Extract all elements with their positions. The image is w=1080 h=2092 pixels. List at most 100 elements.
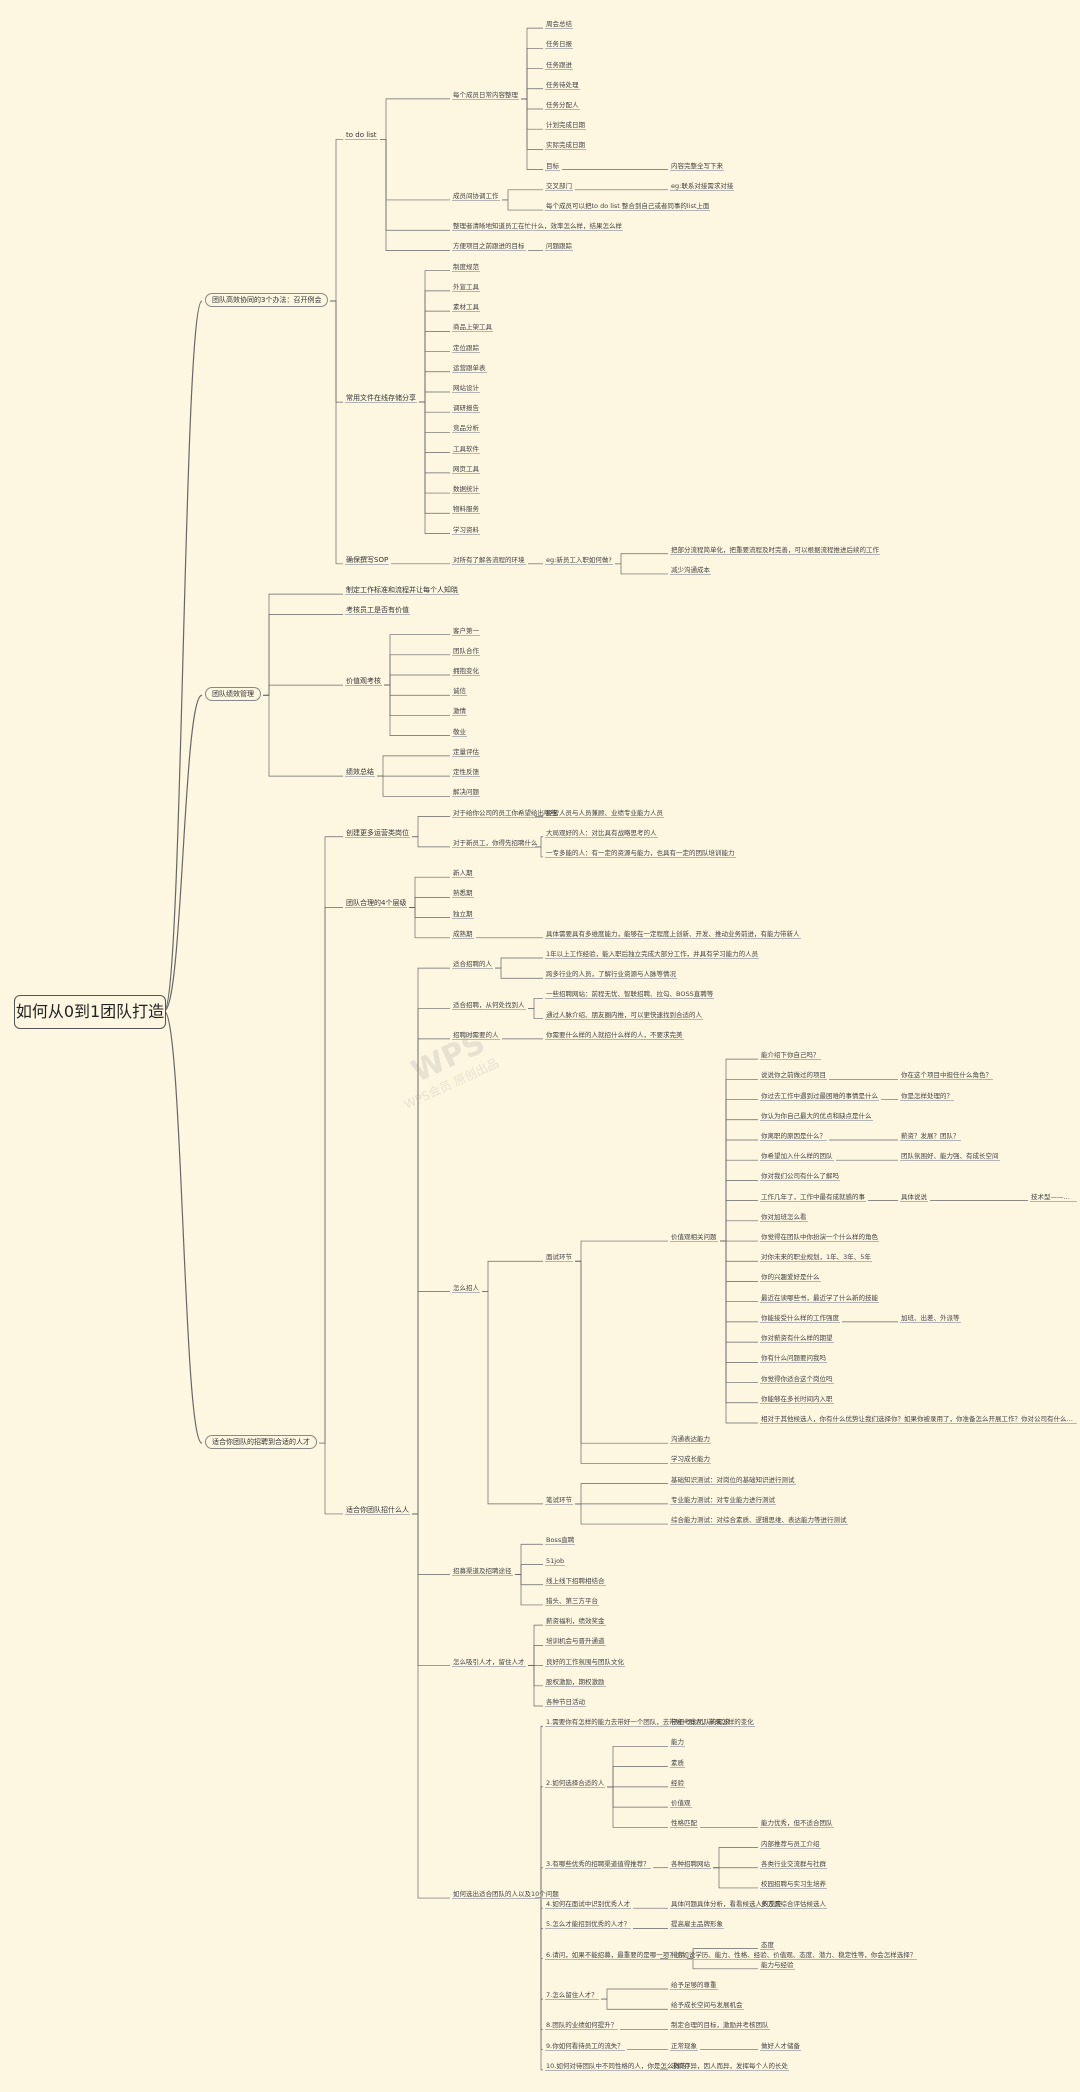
branch-child-child-child-child-child[interactable]: 多方面综合评估候选人 (760, 1900, 827, 1910)
branch-child-child-child-child[interactable]: 素质 (670, 1758, 685, 1768)
branch-child-child-child-child-child[interactable]: 态度 (760, 1940, 775, 1950)
branch-child-child-child[interactable]: 3.有哪些优秀的招聘渠道值得推荐？ (545, 1859, 651, 1869)
branch-child-child-child[interactable]: 每个成员可以把to do list 整合到自己或者同事的list上面 (545, 202, 711, 212)
branch-child-child-child[interactable]: 薪资福利，绩效奖金 (545, 1617, 606, 1627)
branch-child-child-child-child-child-child[interactable]: 具体说说 (900, 1192, 928, 1202)
branch-child-child[interactable]: 对所有了解各流程的环境 (452, 555, 526, 565)
branch-child-child-child-child-child[interactable]: 你对我们公司有什么了解吗 (760, 1172, 840, 1182)
branch-child-child-child[interactable]: 51job (545, 1556, 566, 1566)
branch-child-child-child[interactable]: 任务日报 (545, 40, 573, 50)
branch-child-child[interactable]: 网站设计 (452, 383, 480, 393)
branch-child-child-child[interactable]: 线上线下招聘相结合 (545, 1576, 606, 1586)
branch-child-child-child-child[interactable]: 价值观 (670, 1799, 692, 1809)
branch-child-child-child-child-child-child[interactable]: 你在这个项目中担任什么角色？ (900, 1071, 993, 1081)
branch-child-child-child[interactable]: 大局观好的人：对比具有战略思考的人 (545, 828, 658, 838)
branch-child-child-child[interactable]: 任务分配人 (545, 100, 580, 110)
branch-child-child-child-child[interactable]: 沟通表达能力 (670, 1435, 711, 1445)
branch-child-child[interactable]: 熟悉期 (452, 889, 474, 899)
branch-child-child-child[interactable]: 9.你如何看待员工的流失？ (545, 2041, 625, 2051)
branch-child-child[interactable]: 团队合作 (452, 646, 480, 656)
branch-child-child[interactable]: 适合招聘的人 (452, 960, 493, 970)
branch-child-child-child[interactable]: 良好的工作氛围与团队文化 (545, 1657, 625, 1667)
branch-child-child[interactable]: 招募渠道及招聘途径 (452, 1566, 513, 1576)
branch-child-child-child[interactable]: 4.如何在面试中识别优秀人才 (545, 1900, 632, 1910)
branch-child-child[interactable]: 素材工具 (452, 303, 480, 313)
branch-child-child-child-child-child[interactable]: 你过去工作中遇到过最困难的事情是什么 (760, 1091, 879, 1101)
branch-topic[interactable]: 团队绩效管理 (205, 687, 261, 702)
branch-child-child-child-child[interactable]: 正常现象 (670, 2041, 698, 2051)
branch-child-child-child[interactable]: 一专多能的人：有一定的资源与能力，也具有一定的团队培训能力 (545, 848, 736, 858)
branch-child-child-child[interactable]: Boss直聘 (545, 1536, 576, 1546)
branch-child-child[interactable]: 商品上架工具 (452, 323, 493, 333)
branch-child-child-child[interactable]: 股权激励，期权激励 (545, 1677, 606, 1687)
branch-child-child[interactable]: 数据统计 (452, 485, 480, 495)
branch-child-child[interactable]: 网页工具 (452, 464, 480, 474)
branch-child-child-child-child-child[interactable]: 你对薪资有什么样的期望 (760, 1334, 834, 1344)
branch-child-child[interactable]: 定性反馈 (452, 768, 480, 778)
branch-child-child-child[interactable]: 任务待处理 (545, 80, 580, 90)
branch-child-child[interactable]: 调研报告 (452, 404, 480, 414)
branch-child-child-child[interactable]: 你需要什么样的人就招什么样的人，不要求完美 (545, 1030, 684, 1040)
branch-child-child-child-child-child[interactable]: 你能接受什么样的工作强度 (760, 1313, 840, 1323)
branch-child-child-child-child-child[interactable]: 能介绍下你自己吗？ (760, 1051, 821, 1061)
branch-child-child[interactable]: 激情 (452, 707, 467, 717)
branch-child-child-child[interactable]: eg:新员工入职如何做? (545, 555, 613, 565)
branch-child-child-child[interactable]: 通过人脉介绍、朋友圈内推，可以更快速找到合适的人 (545, 1010, 703, 1020)
branch-child-child[interactable]: 定位跟踪 (452, 343, 480, 353)
branch-child-child-child-child[interactable]: 具体问题具体分析，看看候选人的反应 (670, 1900, 783, 1910)
branch-child-child[interactable]: 制度规范 (452, 262, 480, 272)
branch-child-child-child[interactable]: 具体需要具有多维度能力，能够在一定程度上创新、开发、推动业务前进，有能力带新人 (545, 929, 801, 939)
branch-child-child-child-child[interactable]: 综合能力测试：对综合素质、逻辑思维、表达能力等进行测试 (670, 1516, 848, 1526)
branch-child-child-child[interactable]: 培训机会与晋升通道 (545, 1637, 606, 1647)
branch-topic[interactable]: 适合你团队的招聘到合适的人才 (205, 1435, 317, 1450)
branch-child-child[interactable]: 竞品分析 (452, 424, 480, 434)
branch-child-child-child[interactable]: 问题跟踪 (545, 242, 573, 252)
branch-child-child-child-child[interactable]: 给予成长空间与发展机会 (670, 2001, 744, 2011)
branch-child-child[interactable]: 物料服务 (452, 505, 480, 515)
branch-child[interactable]: 适合你团队招什么人 (345, 1505, 410, 1515)
branch-child-child-child[interactable]: 实际完成日期 (545, 141, 586, 151)
branch-child-child[interactable]: 整理者清晰地知道员工在忙什么，效率怎么样，结果怎么样 (452, 222, 623, 232)
branch-child[interactable]: 绩效总结 (345, 768, 375, 778)
branch-child-child-child-child[interactable]: 基础知识测试：对岗位的基础知识进行测试 (670, 1475, 796, 1485)
branch-child-child-child-child-child-child[interactable]: 你是怎样处理的？ (900, 1091, 954, 1101)
branch-child-child-child-child-child-child[interactable]: 加班、出差、外派等 (900, 1313, 961, 1323)
branch-child-child-child-child-child[interactable]: 你觉得在团队中你扮演一个什么样的角色 (760, 1233, 879, 1243)
branch-child-child-child[interactable]: 6.请问，如果不能招募，最重要的是哪一项？比如说学历、能力、性格、经验、价值观、… (545, 1950, 918, 1960)
branch-child-child-child-child[interactable]: 学习成长能力 (670, 1455, 711, 1465)
branch-child-child-child[interactable]: 7.怎么留住人才？ (545, 1991, 599, 2001)
branch-child[interactable]: 团队合理的4个层级 (345, 899, 408, 909)
branch-child-child-child-child-child[interactable]: 做好人才储备 (760, 2041, 801, 2051)
branch-child-child-child[interactable]: 任务跟进 (545, 60, 573, 70)
branch-child[interactable]: 价值观考核 (345, 677, 382, 687)
branch-child-child-child-child[interactable]: 仔细考虑团队的需求 (670, 1718, 731, 1728)
branch-child-child[interactable]: 成熟期 (452, 929, 474, 939)
branch-child-child-child-child-child[interactable]: 你离职的原因是什么？ (760, 1131, 827, 1141)
branch-child-child-child-child-child[interactable]: 你的兴趣爱好是什么 (760, 1273, 821, 1283)
branch-child-child[interactable]: 招聘时需要的人 (452, 1030, 500, 1040)
branch-child[interactable]: 考核员工是否有价值 (345, 606, 410, 616)
branch-child-child-child-child[interactable]: eg:联系对接需求对接 (670, 181, 735, 191)
branch-topic[interactable]: 团队高效协同的3个办法：召开例会 (205, 293, 329, 308)
branch-child-child[interactable]: 定量评估 (452, 747, 480, 757)
branch-child-child-child-child[interactable]: 价值观相关问题 (670, 1233, 718, 1243)
branch-child-child-child-child[interactable]: 排序 (670, 1950, 685, 1960)
branch-child[interactable]: 确保撰写SOP (345, 555, 390, 565)
branch-child-child[interactable]: 新人期 (452, 869, 474, 879)
branch-child-child-child[interactable]: 1.需要你有怎样的能力去带好一个团队，去带好一群人，带来怎样的变化 (545, 1718, 755, 1728)
branch-child-child-child-child-child-child[interactable]: 团队氛围好、能力强、有成长空间 (900, 1152, 1000, 1162)
branch-child-child-child-child-child[interactable]: 能力与经验 (760, 1960, 795, 1970)
branch-child-child-child[interactable]: 目标 (545, 161, 560, 171)
branch-child[interactable]: 常用文件在线存储分享 (345, 394, 417, 404)
branch-child-child[interactable]: 对于给你公司的员工你希望给出哪些 (452, 808, 558, 818)
branch-child-child[interactable]: 方便项目之前跟进的目标 (452, 242, 526, 252)
branch-child-child[interactable]: 学习资料 (452, 525, 480, 535)
branch-child-child[interactable]: 外宣工具 (452, 282, 480, 292)
branch-child-child-child-child-child[interactable]: 相对于其他候选人，你有什么优势让我们选择你？如果你被录用了，你准备怎么开展工作？… (760, 1414, 1077, 1424)
branch-child-child[interactable]: 如何选出适合团队的人以及10个问题 (452, 1890, 560, 1900)
branch-child-child[interactable]: 运营跟单表 (452, 363, 487, 373)
branch-child-child-child[interactable]: 猎头、第三方平台 (545, 1596, 599, 1606)
branch-child-child-child[interactable]: 2.如何选择合适的人 (545, 1778, 606, 1788)
branch-child-child-child-child[interactable]: 把部分流程简单化，把重要流程及时完善，可以根据流程推进后续的工作 (670, 545, 880, 555)
branch-child-child-child-child[interactable]: 专业能力测试：对专业能力进行测试 (670, 1495, 776, 1505)
